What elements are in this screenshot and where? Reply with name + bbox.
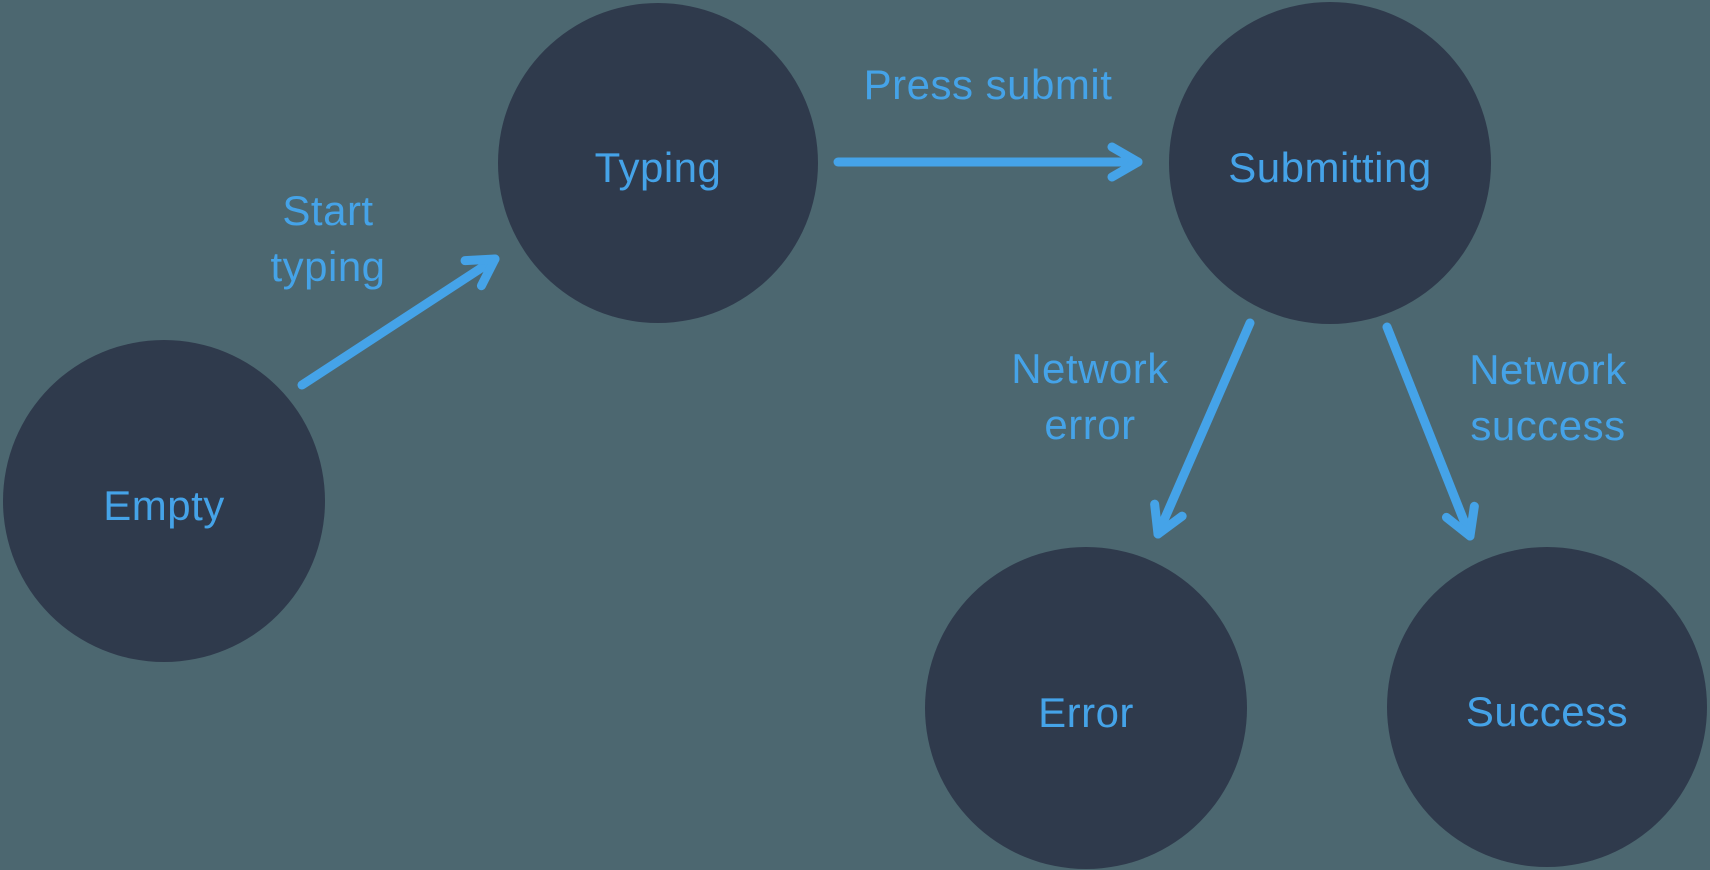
state-submitting-label: Submitting xyxy=(1228,144,1432,191)
transition-label-start-typing: Start typing xyxy=(270,183,385,295)
transition-label-press-submit: Press submit xyxy=(864,57,1113,113)
transition-label-line: error xyxy=(1044,401,1136,448)
transition-label-network-success: Network success xyxy=(1469,342,1627,454)
state-submitting: Submitting xyxy=(1169,2,1491,324)
state-typing-label: Typing xyxy=(594,144,722,191)
state-typing: Typing xyxy=(498,3,818,323)
state-empty: Empty xyxy=(3,340,325,662)
state-success: Success xyxy=(1387,547,1707,867)
transition-label-line: Press submit xyxy=(863,61,1113,108)
transition-label-line: Start xyxy=(282,187,374,234)
transition-label-line: typing xyxy=(270,243,386,290)
transition-label-network-error: Network error xyxy=(1011,341,1169,453)
transition-arrow-network-error xyxy=(1150,318,1255,539)
transition-arrow-network-success xyxy=(1382,322,1479,541)
transition-label-line: Network xyxy=(1469,346,1627,393)
state-empty-label: Empty xyxy=(103,482,225,529)
state-error-label: Error xyxy=(1038,689,1134,736)
state-error: Error xyxy=(925,547,1247,869)
transition-label-line: Network xyxy=(1011,345,1169,392)
state-success-label: Success xyxy=(1465,688,1629,735)
transition-label-line: success xyxy=(1470,402,1626,449)
